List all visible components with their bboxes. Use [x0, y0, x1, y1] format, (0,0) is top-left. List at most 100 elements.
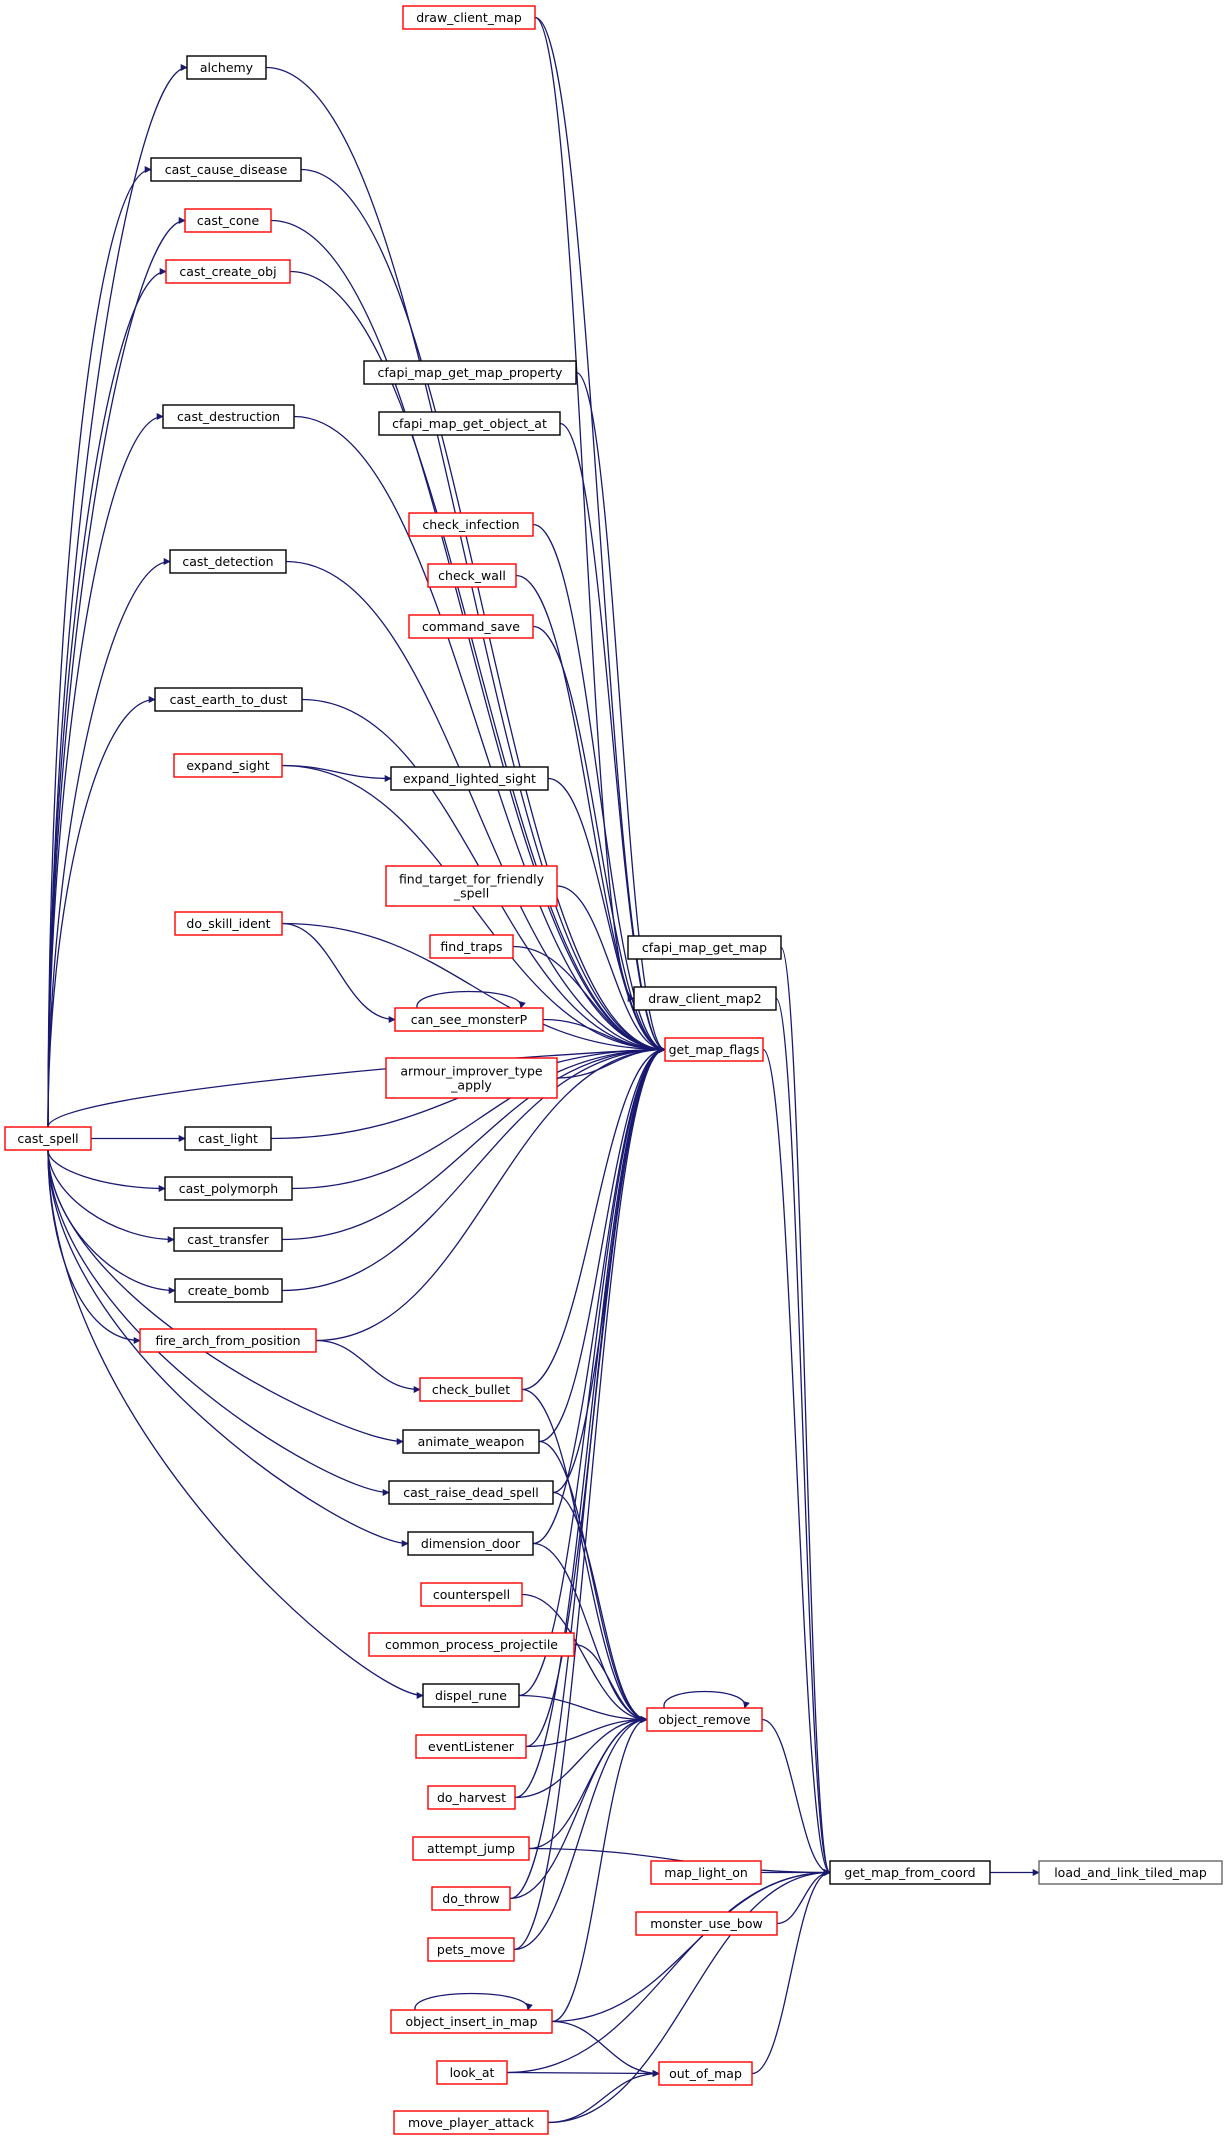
node-pets-move[interactable]: pets_move [427, 1937, 515, 1962]
node-box [415, 1734, 527, 1759]
edge-can_see_monsterP-to-get_map_flags [542, 1018, 666, 1053]
node-check-wall[interactable]: check_wall [427, 563, 517, 588]
edge-dimension_door-to-object_remove [532, 1542, 648, 1723]
node-box [173, 1227, 283, 1252]
node-counterspell[interactable]: counterspell [420, 1582, 523, 1607]
edge-find_target_for_friendly_spell-to-get_map_flags [556, 885, 666, 1053]
edges-layer [47, 16, 1040, 2124]
edge-move_player_attack-to-get_map_from_coord [547, 1869, 831, 2124]
node-command-save[interactable]: command_save [408, 614, 534, 639]
node-box [174, 911, 283, 936]
node-move-player-attack[interactable]: move_player_attack [393, 2110, 549, 2135]
node-cast-cone[interactable]: cast_cone [184, 208, 272, 233]
edge-cast_spell-to-cast_transfer [47, 1149, 175, 1243]
node-get-map-flags[interactable]: get_map_flags [664, 1037, 764, 1062]
node-box [436, 2060, 508, 2085]
node-cast-polymorph[interactable]: cast_polymorph [164, 1176, 293, 1201]
node-cast-light[interactable]: cast_light [184, 1126, 272, 1151]
node-label: alchemy [200, 60, 254, 75]
node-expand-lighted-sight[interactable]: expand_lighted_sight [390, 766, 549, 791]
node-box [4, 1126, 92, 1151]
node-box [627, 935, 782, 960]
node-box [412, 1836, 530, 1861]
node-cast-detection[interactable]: cast_detection [169, 549, 287, 574]
node-label: attempt_jump [427, 1841, 515, 1856]
node-cast-transfer[interactable]: cast_transfer [173, 1227, 283, 1252]
node-label: cast_polymorph [179, 1181, 278, 1196]
node-box [378, 411, 561, 436]
node-box [427, 1937, 515, 1962]
node-cast-destruction[interactable]: cast_destruction [162, 404, 295, 429]
node-cfapi-map-get-map[interactable]: cfapi_map_get_map [627, 935, 782, 960]
node-cast-cause-disease[interactable]: cast_cause_disease [150, 157, 302, 182]
node-alchemy[interactable]: alchemy [186, 55, 267, 80]
node-expand-sight[interactable]: expand_sight [173, 753, 283, 778]
node-cast-create-obj[interactable]: cast_create_obj [165, 259, 291, 284]
node-common-process-projectile[interactable]: common_process_projectile [368, 1632, 575, 1657]
node-label: eventListener [428, 1739, 515, 1754]
node-object-remove[interactable]: object_remove [646, 1707, 763, 1732]
node-label: cast_detection [182, 554, 273, 569]
node-fire-arch-from-position[interactable]: fire_arch_from_position [139, 1328, 317, 1353]
edge-move_player_attack-to-out_of_map [547, 2070, 660, 2124]
node-cast-spell[interactable]: cast_spell [4, 1126, 92, 1151]
node-find-traps[interactable]: find_traps [429, 934, 514, 959]
node-get-map-from-coord[interactable]: get_map_from_coord [829, 1860, 991, 1885]
node-box [390, 766, 549, 791]
node-box [164, 1176, 293, 1201]
edge-cast_spell-to-cast_detection [47, 558, 171, 1128]
node-label: find_target_for_friendly [399, 872, 545, 887]
node-label: _apply [450, 1078, 492, 1093]
node-box [1038, 1860, 1223, 1885]
node-armour-improver-type-apply[interactable]: armour_improver_type_apply [385, 1057, 558, 1099]
node-draw-client-map2[interactable]: draw_client_map2 [633, 986, 777, 1011]
node-do-skill-ident[interactable]: do_skill_ident [174, 911, 283, 936]
edge-cfapi_map_get_map_property-to-get_map_flags [575, 371, 666, 1053]
node-map-light-on[interactable]: map_light_on [650, 1860, 762, 1885]
edge-cast_spell-to-cast_create_obj [47, 268, 167, 1128]
edge-cast_detection-to-get_map_flags [285, 560, 666, 1053]
edge-eventListener-to-object_remove [525, 1716, 648, 1748]
node-label: armour_improver_type [400, 1064, 543, 1079]
node-check-bullet[interactable]: check_bullet [419, 1377, 523, 1402]
node-box [162, 404, 295, 429]
node-animate-weapon[interactable]: animate_weapon [402, 1429, 540, 1454]
node-label: cfapi_map_get_map_property [378, 365, 564, 380]
node-label: create_bomb [188, 1283, 270, 1298]
node-cfapi-map-get-object-at[interactable]: cfapi_map_get_object_at [378, 411, 561, 436]
node-box [646, 1707, 763, 1732]
node-cast-raise-dead-spell[interactable]: cast_raise_dead_spell [388, 1480, 554, 1505]
node-label: check_bullet [432, 1382, 510, 1397]
node-draw-client-map[interactable]: draw_client_map [402, 5, 536, 30]
edge-check_bullet-to-object_remove [521, 1388, 648, 1723]
node-label: cast_create_obj [179, 264, 276, 279]
node-monster-use-bow[interactable]: monster_use_bow [635, 1911, 778, 1936]
node-do-throw[interactable]: do_throw [431, 1886, 511, 1911]
node-label: cast_raise_dead_spell [403, 1485, 538, 1500]
node-do-harvest[interactable]: do_harvest [427, 1785, 516, 1810]
node-cfapi-map-get-map-property[interactable]: cfapi_map_get_map_property [363, 360, 577, 385]
node-label: dispel_rune [435, 1688, 507, 1703]
node-dimension-door[interactable]: dimension_door [407, 1531, 534, 1556]
node-attempt-jump[interactable]: attempt_jump [412, 1836, 530, 1861]
node-dispel-rune[interactable]: dispel_rune [422, 1683, 520, 1708]
edge-animate_weapon-to-object_remove [538, 1440, 648, 1723]
edge-cast_spell-to-cast_earth_to_dust [47, 696, 156, 1128]
node-label: cfapi_map_get_object_at [392, 416, 547, 431]
node-object-insert-in-map[interactable]: object_insert_in_map [390, 2009, 553, 2034]
node-label: out_of_map [669, 2066, 742, 2081]
edge-cast_spell-to-cast_raise_dead_spell [47, 1149, 390, 1496]
node-check-infection[interactable]: check_infection [408, 512, 534, 537]
edge-pets_move-to-object_remove [513, 1716, 648, 1951]
node-find-target-for-friendly-spell[interactable]: find_target_for_friendly_spell [385, 865, 558, 907]
node-cast-earth-to-dust[interactable]: cast_earth_to_dust [154, 687, 303, 712]
node-can-see-monsterP[interactable]: can_see_monsterP [394, 1007, 544, 1032]
node-box [388, 1480, 554, 1505]
node-eventListener[interactable]: eventListener [415, 1734, 527, 1759]
edge-cfapi_map_get_object_at-to-get_map_flags [559, 422, 666, 1053]
node-create-bomb[interactable]: create_bomb [174, 1278, 283, 1303]
node-label: get_map_flags [669, 1042, 760, 1057]
node-box [385, 1057, 558, 1099]
node-out-of-map[interactable]: out_of_map [658, 2061, 753, 2086]
node-look-at[interactable]: look_at [436, 2060, 508, 2085]
